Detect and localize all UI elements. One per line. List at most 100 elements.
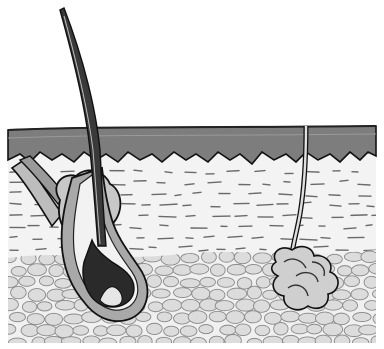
fat-cell [211, 264, 226, 276]
dermis-streak [300, 239, 317, 240]
fat-cell [173, 265, 192, 276]
fat-cell [181, 253, 199, 262]
dermis-streak [329, 195, 340, 196]
dermis-streak [160, 204, 177, 205]
fat-cell [147, 275, 162, 287]
dermis-streak [279, 194, 292, 195]
fat-cell [353, 312, 371, 321]
dermis-streak [283, 215, 296, 216]
fat-cell [19, 276, 35, 286]
fat-cell [217, 278, 234, 288]
fat-cell [61, 337, 80, 346]
dermis-streak [358, 184, 370, 185]
fat-cell [64, 314, 84, 324]
fat-cell [0, 277, 18, 288]
dermis-streak [159, 216, 176, 217]
fat-cell [164, 326, 179, 336]
fat-cell [351, 289, 368, 300]
fat-cell [263, 336, 283, 347]
fat-cell [245, 311, 262, 323]
fat-cell [32, 337, 46, 349]
fat-cell [180, 326, 197, 337]
fat-cell [365, 301, 380, 311]
fat-cell [202, 251, 217, 263]
dermis-streak [199, 250, 208, 251]
fat-cell [192, 287, 210, 300]
dermis-streak [130, 228, 141, 229]
dermis-streak [236, 248, 245, 249]
dermis-streak [204, 236, 214, 237]
fat-cell [227, 288, 247, 299]
dermis-streak [179, 246, 192, 247]
dermis-streak [134, 170, 142, 171]
fat-cell [49, 265, 64, 277]
fat-cell [147, 323, 163, 334]
dermis-streak [130, 249, 143, 250]
fat-cell [21, 324, 39, 336]
fat-cell [344, 276, 359, 287]
fat-cell [190, 264, 209, 274]
fat-cell [55, 325, 73, 338]
fat-cell [220, 325, 236, 335]
dermis-streak [351, 215, 367, 216]
fat-cell [274, 322, 288, 335]
fat-cell [22, 301, 36, 312]
fat-cell [200, 277, 215, 287]
fat-cell [37, 302, 52, 311]
fat-cell [93, 326, 108, 336]
dermis-streak [165, 172, 172, 173]
dermis-streak [255, 171, 265, 172]
dermis-streak [340, 180, 348, 181]
fat-cell [209, 336, 224, 347]
dermis-streak [228, 236, 242, 237]
fat-cell [254, 300, 270, 312]
fat-cell [11, 266, 26, 276]
dermis-streak [36, 249, 46, 250]
fat-cell [11, 286, 27, 298]
fat-cell [1, 324, 16, 334]
fat-cell [245, 264, 262, 274]
fat-cell [55, 300, 75, 310]
fat-cell [209, 311, 226, 321]
dermis-streak [185, 184, 194, 185]
dermis-streak [208, 182, 221, 183]
dermis-streak [31, 215, 45, 216]
fat-cell [8, 338, 26, 347]
fat-cell [372, 289, 384, 298]
fat-cell [281, 311, 300, 322]
dermis-streak [183, 205, 191, 206]
fat-cell [162, 299, 181, 311]
fat-cell [10, 312, 26, 321]
dermis-streak [227, 171, 239, 172]
fat-cell [343, 300, 358, 311]
fat-cell [138, 336, 152, 348]
fat-cell [1, 298, 18, 310]
fat-cell [247, 338, 262, 347]
fat-cell [298, 337, 317, 347]
fat-cell [291, 324, 308, 334]
dermis-streak [160, 225, 168, 226]
fat-cell [236, 299, 256, 311]
dermis-streak [10, 203, 21, 204]
fat-cell [364, 276, 379, 288]
dermis-streak [311, 184, 324, 185]
dermis-streak [367, 206, 374, 207]
fat-cell [219, 251, 234, 262]
fat-cell [28, 289, 45, 302]
fat-cell [315, 335, 331, 346]
fat-cell [256, 277, 270, 288]
fat-cell [361, 251, 378, 263]
fat-cell [215, 301, 234, 311]
fat-cell [44, 336, 63, 345]
dermis-streak [302, 218, 312, 219]
fat-cell [255, 325, 270, 335]
fat-cell [107, 325, 126, 336]
fat-cell [55, 279, 72, 289]
fat-cell [253, 253, 272, 263]
fat-cell [155, 266, 173, 276]
fat-cell [126, 325, 142, 337]
fat-cell [338, 266, 353, 276]
fat-cell [307, 324, 322, 334]
fat-cell [45, 313, 63, 325]
